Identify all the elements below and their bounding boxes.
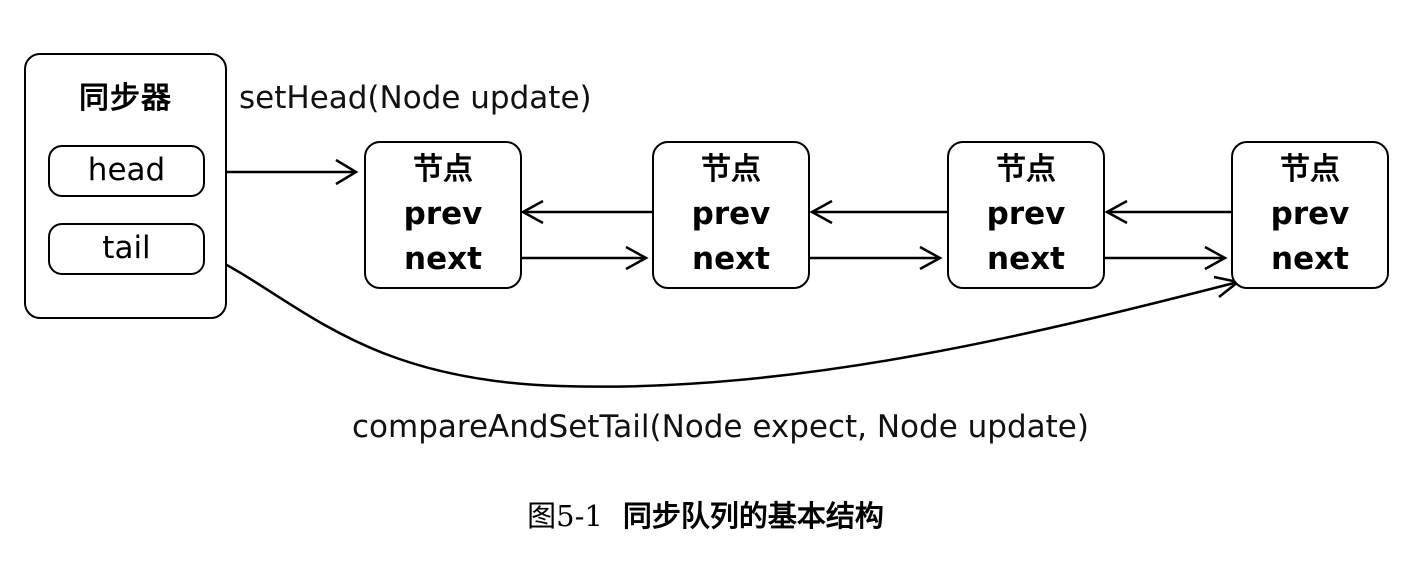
node-prev-field: prev	[403, 196, 483, 232]
node-prev-field: prev	[1270, 196, 1350, 232]
compare-and-set-tail-label: compareAndSetTail(Node expect, Node upda…	[352, 409, 1089, 445]
queue-node: 节点 prev next	[947, 141, 1105, 289]
figure-caption: 图5-1 同步队列的基本结构	[0, 493, 1411, 535]
queue-node: 节点 prev next	[1231, 141, 1389, 289]
head-field: head	[48, 145, 205, 197]
node-title: 节点	[701, 152, 761, 187]
queue-node: 节点 prev next	[652, 141, 810, 289]
tail-field: tail	[48, 223, 205, 275]
queue-node: 节点 prev next	[364, 141, 522, 289]
prev-arrowhead-4	[1104, 199, 1128, 225]
node-title: 节点	[1280, 152, 1340, 187]
node-prev-field: prev	[986, 196, 1066, 232]
caption-number: 图5-1	[527, 499, 603, 533]
prev-arrowhead-2	[520, 199, 544, 225]
prev-arrowhead-3	[809, 199, 833, 225]
next-arrowhead-3	[1204, 245, 1228, 271]
set-head-label: setHead(Node update)	[239, 80, 592, 116]
node-title: 节点	[996, 152, 1056, 187]
next-arrowhead-2	[919, 245, 943, 271]
node-prev-field: prev	[691, 196, 771, 232]
node-next-field: next	[692, 241, 770, 277]
next-arrowhead-1	[625, 245, 649, 271]
caption-text: 同步队列的基本结构	[622, 499, 884, 533]
node-next-field: next	[404, 241, 482, 277]
synchronizer-title: 同步器	[79, 81, 172, 116]
node-next-field: next	[987, 241, 1065, 277]
node-title: 节点	[413, 152, 473, 187]
synchronizer-box: 同步器 head tail	[24, 53, 227, 319]
node-next-field: next	[1271, 241, 1349, 277]
head-pointer-arrowhead	[335, 158, 359, 186]
tail-pointer-curve	[205, 252, 1239, 388]
